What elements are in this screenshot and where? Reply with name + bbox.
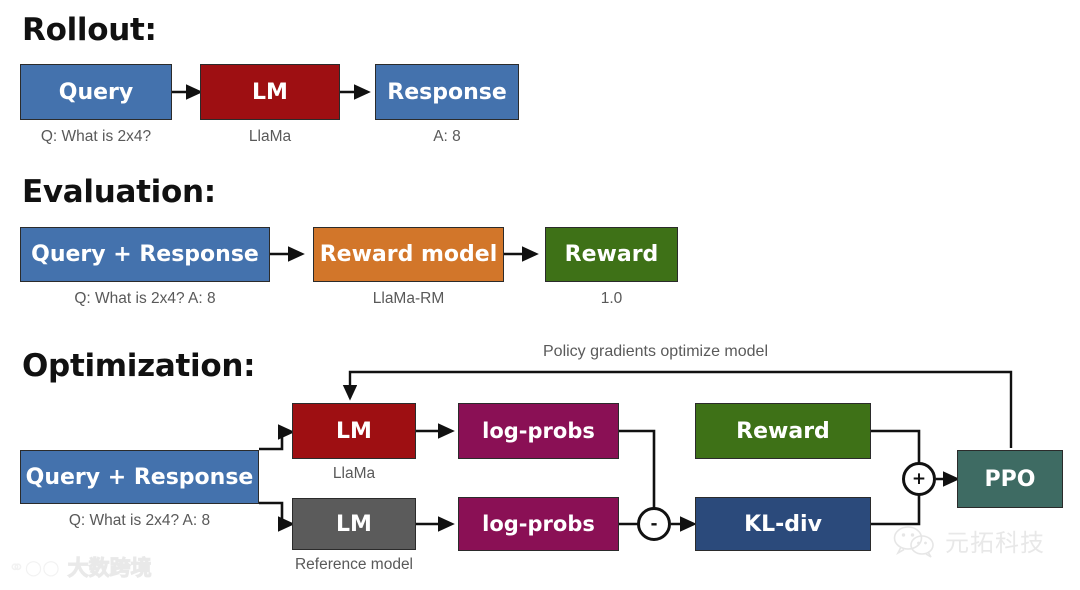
node-label: Reward [564,242,659,267]
node-label: LM [336,418,372,444]
wire-logprobs-top-to-minus [619,429,656,512]
node-label: Response [387,79,507,105]
node-label: Reward [736,418,830,444]
node-label: Query [58,79,134,105]
node-label: log-probs [482,419,595,443]
node-opt-logprobs-policy[interactable]: log-probs [458,403,619,459]
caption-rollout-response: A: 8 [433,128,461,145]
node-eval-reward[interactable]: Reward [545,227,678,282]
watermark-left-text: 大数跨境 [67,556,152,581]
wechat-icon [893,524,937,558]
node-opt-kl-div[interactable]: KL-div [695,497,871,551]
section-title-rollout: Rollout: [22,12,157,48]
arrow-input-to-policy-lm [259,424,295,451]
node-opt-reward[interactable]: Reward [695,403,871,459]
node-label: PPO [984,466,1036,492]
arrow-input-to-reference-lm [259,501,295,532]
node-rollout-query[interactable]: Query [20,64,172,120]
wire-reward-to-plus [871,429,921,465]
section-title-evaluation: Evaluation: [22,174,216,210]
node-eval-query-response[interactable]: Query + Response [20,227,270,282]
watermark-right-text: 元拓科技 [945,529,1045,557]
subtract-operator-node[interactable]: - [637,507,671,541]
caption-opt-policy-lm: LlaMa [332,465,376,482]
node-label: Query + Response [25,464,254,490]
section-title-optimization: Optimization: [22,348,256,384]
caption-eval-reward-model: LlaMa-RM [372,290,445,307]
node-label: Query + Response [31,242,259,267]
node-opt-policy-lm[interactable]: LM [292,403,416,459]
caption-eval-reward: 1.0 [600,290,623,307]
caption-opt-reference-lm: Reference model [294,556,414,573]
node-rollout-lm[interactable]: LM [200,64,340,120]
minus-icon: - [650,513,658,534]
feedback-loop-label: Policy gradients optimize model [543,343,768,360]
caption-eval-query-response: Q: What is 2x4? A: 8 [74,290,216,307]
wire-kldiv-to-plus [871,495,921,526]
paw-logo-icon: ⚭○○ [8,555,60,579]
node-opt-reference-lm[interactable]: LM [292,498,416,550]
add-operator-node[interactable]: + [902,462,936,496]
caption-opt-query-response: Q: What is 2x4? A: 8 [68,512,211,529]
node-opt-logprobs-reference[interactable]: log-probs [458,497,619,551]
caption-rollout-query: Q: What is 2x4? [40,128,152,145]
watermark-bottom-right: 元拓科技 [893,523,1045,558]
node-label: LM [336,511,372,537]
node-label: Reward model [319,242,498,267]
node-label: LM [252,79,288,105]
watermark-bottom-left: ⚭○○ 大数跨境 [8,552,152,582]
arrow-ppo-feedback-to-policy-lm [342,370,1013,448]
node-rollout-response[interactable]: Response [375,64,519,120]
node-label: log-probs [482,512,595,536]
caption-rollout-lm: LlaMa [248,128,292,145]
node-opt-query-response[interactable]: Query + Response [20,450,259,504]
node-opt-ppo[interactable]: PPO [957,450,1063,508]
plus-icon: + [911,468,927,489]
node-eval-reward-model[interactable]: Reward model [313,227,504,282]
node-label: KL-div [744,511,822,537]
